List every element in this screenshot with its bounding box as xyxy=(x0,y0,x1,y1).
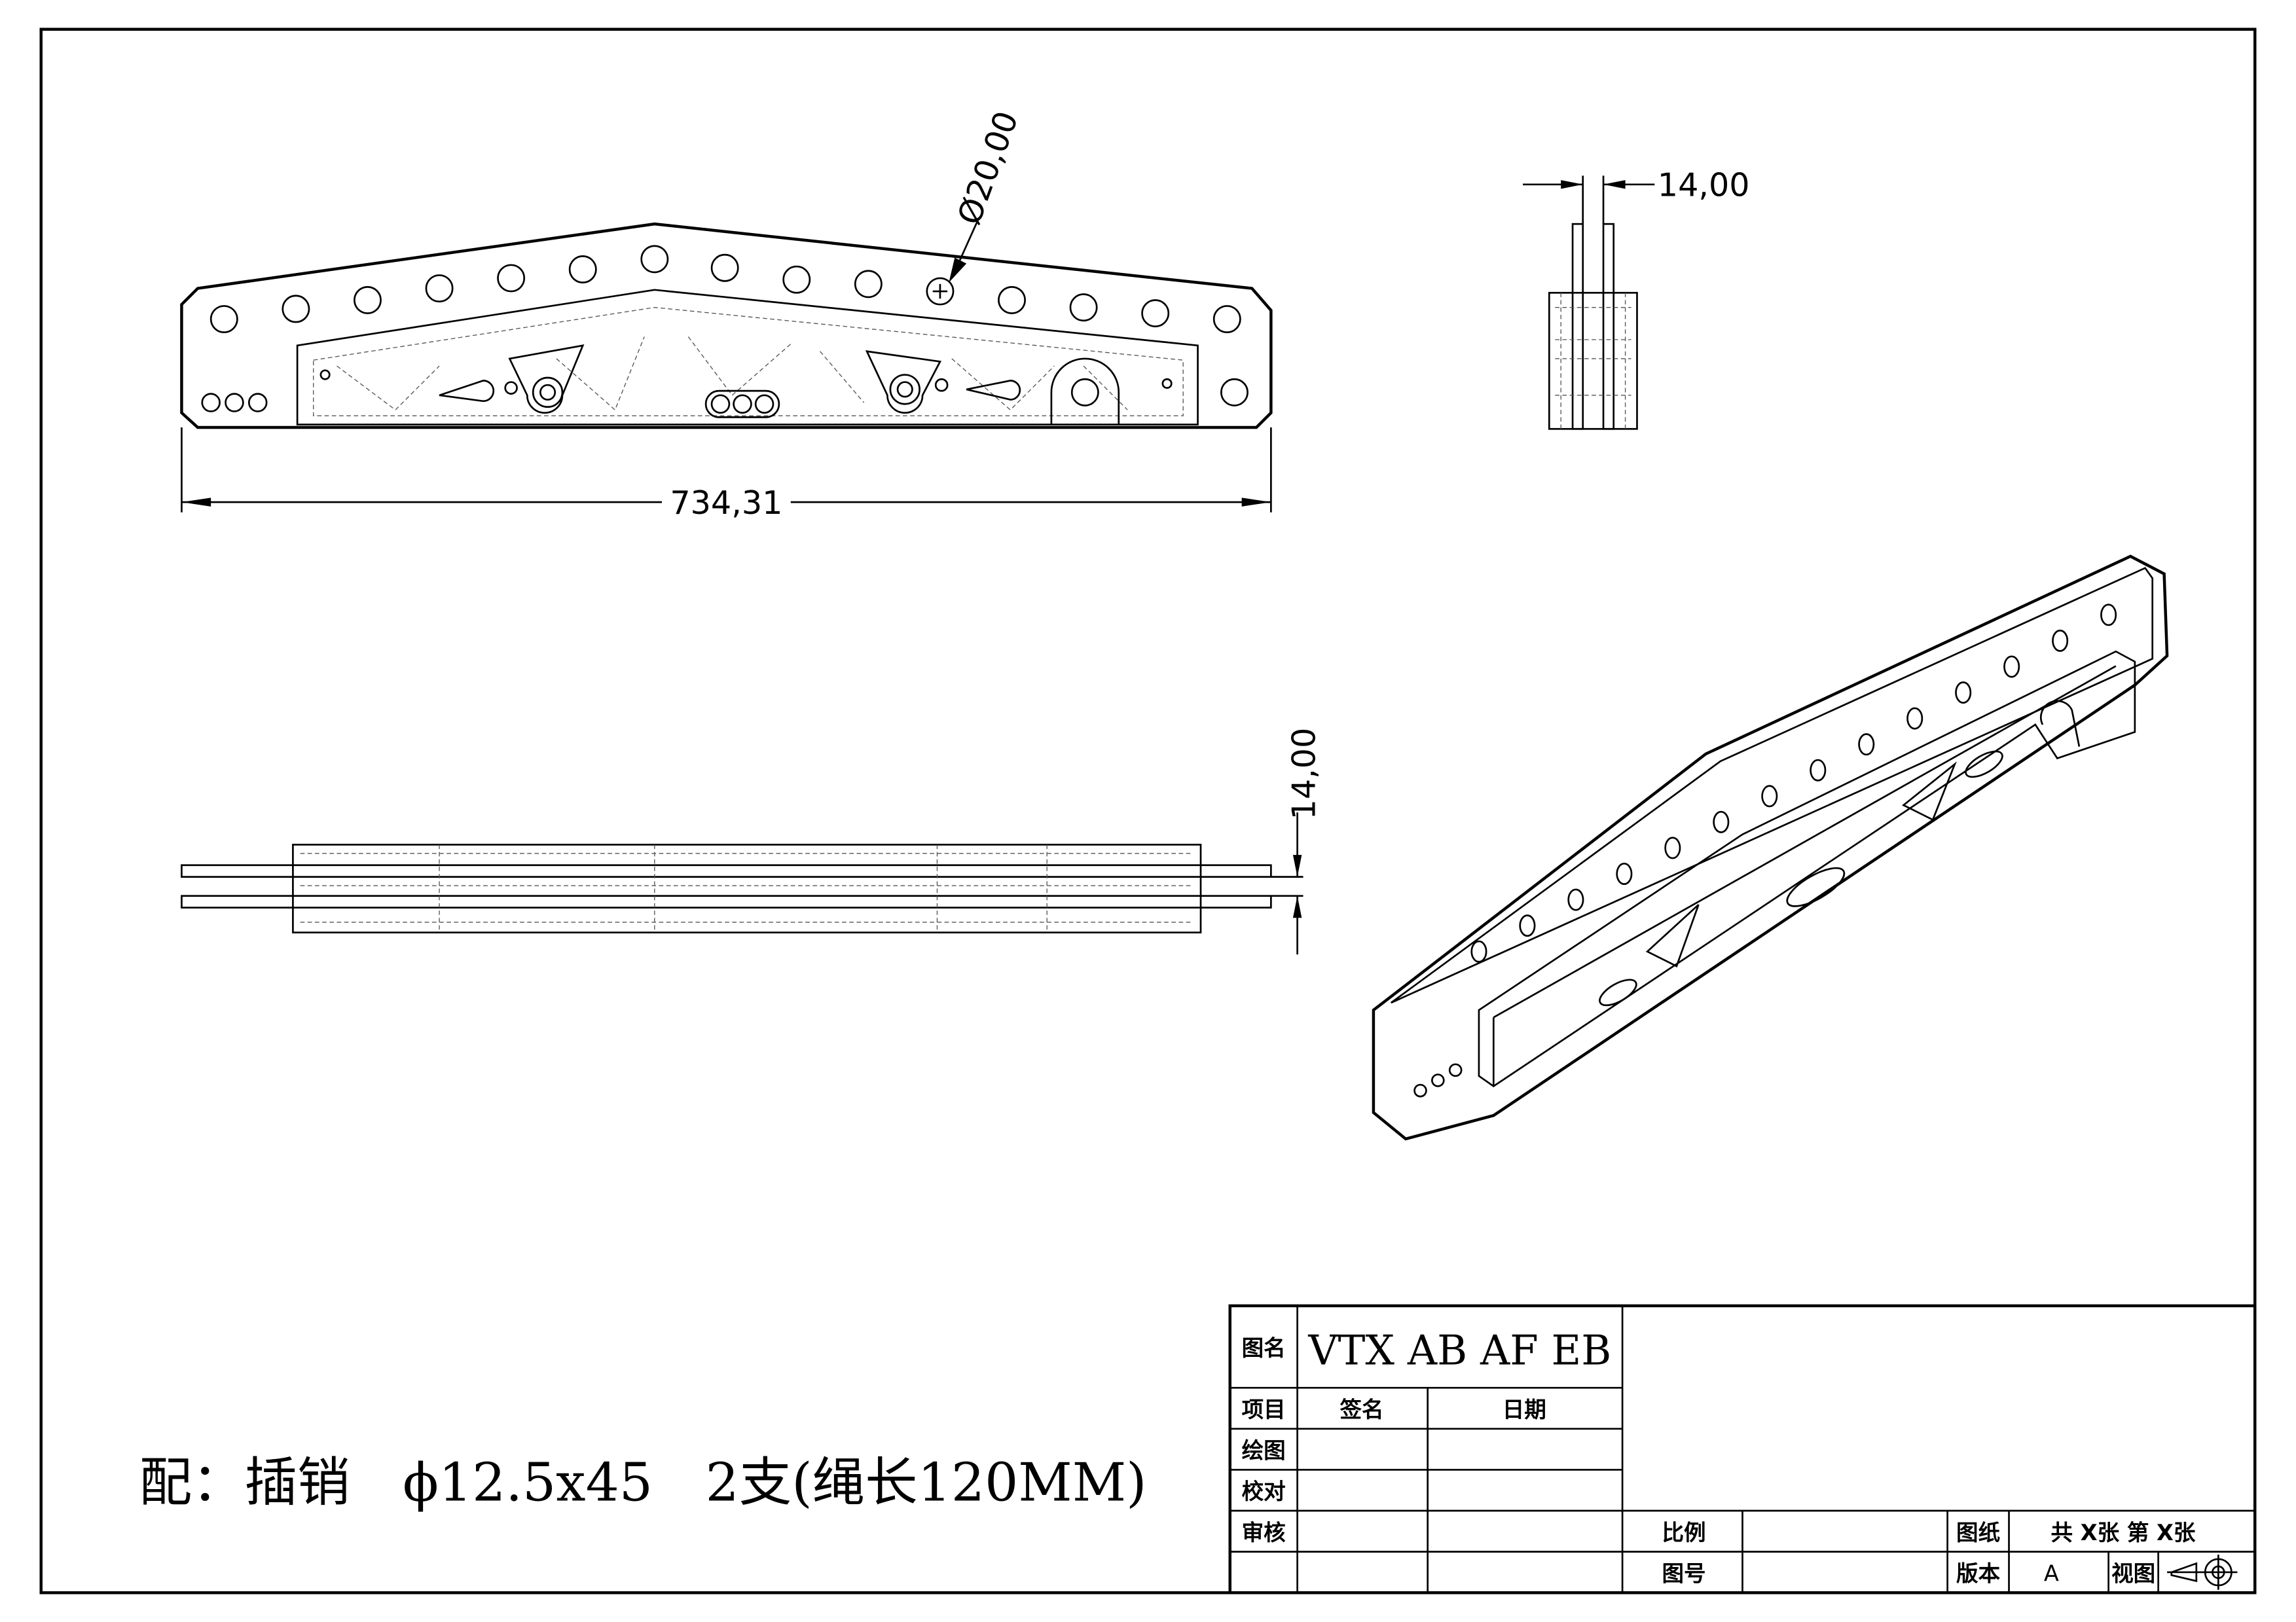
name-label: 图名 xyxy=(1242,1335,1286,1361)
iso-mounting-hole xyxy=(1713,810,1730,833)
mounting-hole xyxy=(1212,305,1241,334)
hole-diameter-dimension: Ø20,00 xyxy=(950,106,1026,230)
mounting-hole xyxy=(640,245,669,274)
mounting-hole xyxy=(210,305,238,334)
projection-symbol-icon xyxy=(2167,1555,2238,1590)
mounting-hole xyxy=(1141,299,1170,328)
mounting-hole xyxy=(998,286,1026,314)
iso-mounting-hole xyxy=(1519,914,1536,937)
side-view: 14,00 xyxy=(1523,166,1750,430)
iso-mounting-hole xyxy=(1567,888,1584,911)
drawing-number-label: 图号 xyxy=(1662,1560,1706,1586)
mounting-hole xyxy=(782,265,811,294)
iso-mounting-hole xyxy=(1616,862,1633,885)
overall-length-dimension: 734,31 xyxy=(670,484,782,522)
signature-label: 签名 xyxy=(1339,1397,1383,1422)
version-value: A xyxy=(2044,1560,2059,1586)
mounting-hole xyxy=(497,264,526,293)
item-label: 项目 xyxy=(1242,1397,1286,1422)
drawn-label: 绘图 xyxy=(1242,1438,1286,1464)
iso-mounting-hole xyxy=(1761,785,1778,808)
bottom-view: 14,00 xyxy=(181,728,1322,955)
approved-label: 审核 xyxy=(1242,1520,1286,1545)
version-label: 版本 xyxy=(1956,1560,2001,1586)
checked-label: 校对 xyxy=(1242,1479,1286,1504)
mounting-hole xyxy=(353,286,382,314)
iso-mounting-hole xyxy=(2100,604,2117,626)
mounting-hole xyxy=(710,253,739,282)
date-label: 日期 xyxy=(1503,1397,1546,1422)
mounting-hole xyxy=(282,295,310,323)
mounting-hole xyxy=(568,255,597,283)
iso-mounting-hole xyxy=(2003,655,2020,678)
sheet-count: 共 X张 第 X张 xyxy=(2051,1520,2196,1545)
drawing-border xyxy=(39,27,2257,1595)
side-thickness-dimension: 14,00 xyxy=(1658,166,1750,204)
mounting-hole xyxy=(425,274,454,303)
iso-mounting-hole xyxy=(1810,759,1827,782)
isometric-view xyxy=(1372,554,2169,1141)
iso-mounting-hole xyxy=(2052,629,2069,652)
iso-mounting-hole xyxy=(1664,837,1681,859)
pin-note: 配：插销 ϕ12.5x45 2支(绳长120MM) xyxy=(139,1451,1147,1513)
title-block: 图名 VTX AB AF EB 项目 签名 日期 绘图 校对 审核 比例 图号 … xyxy=(1228,1304,2257,1595)
scale-label: 比例 xyxy=(1662,1520,1706,1545)
iso-mounting-hole xyxy=(1858,733,1875,756)
front-view: 734,31 Ø20,00 xyxy=(180,106,1273,522)
view-label: 视图 xyxy=(2111,1560,2155,1586)
mounting-hole xyxy=(1069,293,1098,322)
bottom-thickness-dimension: 14,00 xyxy=(1285,728,1322,820)
mounting-hole xyxy=(854,270,883,298)
sheet-label: 图纸 xyxy=(1956,1520,2000,1545)
iso-mounting-hole xyxy=(1470,940,1487,963)
iso-mounting-hole xyxy=(1906,707,1923,730)
iso-mounting-hole xyxy=(1955,681,1972,704)
drawing-name: VTX AB AF EB xyxy=(1307,1326,1611,1374)
